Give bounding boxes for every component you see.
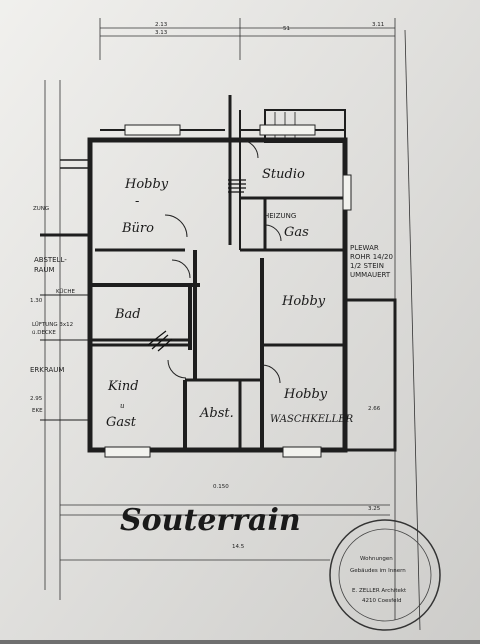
label-plewar-3: 1/2 STEIN — [350, 262, 384, 270]
svg-text:-: - — [135, 194, 139, 209]
room-kind: Kind — [107, 379, 139, 394]
dim-top-2: 3.13 — [155, 30, 168, 36]
room-hobby-wasch: Hobby — [283, 387, 328, 402]
label-lueftung-2: ü.DECKE — [32, 330, 56, 336]
svg-text:E. ZELLER Architekt: E. ZELLER Architekt — [352, 588, 407, 594]
room-abst: Abst. — [199, 406, 234, 421]
plan-title: Souterrain — [120, 503, 301, 538]
room-gast: Gast — [106, 415, 137, 430]
room-kind-u: u — [120, 402, 125, 410]
label-plewar-1: PLEWAR — [350, 244, 379, 252]
dim-bottom-2: 3.25 — [368, 506, 381, 512]
svg-text:Wohnungen: Wohnungen — [360, 556, 393, 562]
dim-top-4: 51 — [283, 26, 290, 32]
room-gas: Gas — [284, 225, 309, 240]
room-hobby-buero-1: Hobby — [124, 177, 169, 192]
stair-mark — [147, 179, 246, 352]
dim-left-2: 1.30 — [30, 298, 43, 304]
room-studio: Studio — [262, 167, 305, 182]
room-heizung: HEIZUNG — [264, 212, 296, 220]
room-bad: Bad — [114, 307, 141, 322]
room-waschkeller: WASCHKELLER — [270, 414, 354, 425]
label-abstellraum-1: ABSTELL- — [34, 256, 67, 264]
dim-top-3: 3.11 — [372, 22, 384, 28]
label-abstellraum-2: RAUM — [34, 266, 55, 274]
room-hobby-right: Hobby — [281, 294, 326, 309]
svg-text:Gebäudes im Innern: Gebäudes im Innern — [350, 568, 406, 574]
dim-bottom-3: 14.5 — [232, 544, 245, 550]
dim-top-1: 2.13 — [155, 22, 168, 28]
architect-stamp: Wohnungen Gebäudes im Innern E. ZELLER A… — [329, 519, 441, 631]
dim-bottom-1: 0.150 — [213, 484, 229, 490]
dim-left-1: 2.95 — [30, 396, 43, 402]
dim-right-1: 2.66 — [368, 406, 381, 412]
label-zung: ZUNG — [33, 206, 49, 212]
door-swings — [164, 139, 282, 384]
label-ecke: EKE — [32, 408, 43, 414]
label-kellerraum: ERKRAUM — [30, 366, 64, 374]
label-plewar-2: ROHR 14/20 — [350, 253, 393, 261]
room-hobby-buero-2: Büro — [121, 221, 154, 236]
svg-text:4210 Coesfeld: 4210 Coesfeld — [362, 598, 402, 604]
dimension-lines — [44, 18, 421, 631]
label-kueche: KÜCHE — [56, 288, 75, 295]
label-lueftung-1: LÜFTUNG 3x12 — [32, 321, 73, 328]
label-plewar-4: UMMAUERT — [350, 271, 391, 279]
windows — [104, 124, 352, 458]
